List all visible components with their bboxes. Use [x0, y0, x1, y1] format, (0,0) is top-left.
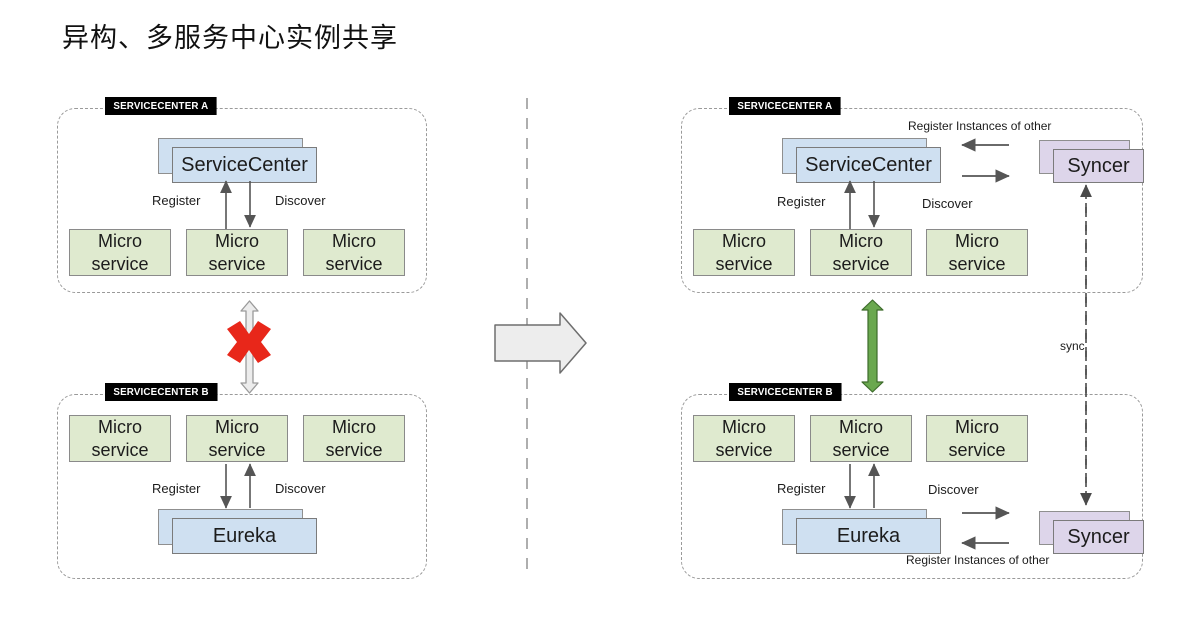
right-a-register-label: Register [777, 194, 826, 209]
right-panel-servicecenter-b [681, 394, 1143, 579]
left-panel-a-badge: SERVICECENTER A [105, 97, 217, 115]
microservice-line-2: service [208, 253, 266, 274]
left-a-microservice-1[interactable]: Micro service [69, 229, 171, 276]
left-b-microservice-3[interactable]: Micro service [303, 415, 405, 462]
right-a-microservice-1[interactable]: Micro service [693, 229, 795, 276]
right-panel-a-badge: SERVICECENTER A [729, 97, 841, 115]
left-a-discover-label: Discover [275, 193, 326, 208]
microservice-line-2: service [715, 439, 773, 460]
right-b-microservice-3[interactable]: Micro service [926, 415, 1028, 462]
left-b-microservice-1[interactable]: Micro service [69, 415, 171, 462]
microservice-line-1: Micro [839, 416, 883, 437]
left-b-microservice-2[interactable]: Micro service [186, 415, 288, 462]
left-a-register-label: Register [152, 193, 201, 208]
right-a-microservice-3[interactable]: Micro service [926, 229, 1028, 276]
microservice-line-1: Micro [955, 416, 999, 437]
microservice-line-2: service [948, 439, 1006, 460]
microservice-line-1: Micro [332, 416, 376, 437]
microservice-line-2: service [91, 439, 149, 460]
right-servicecenter-stack[interactable]: ServiceCenter [782, 138, 941, 183]
page-title: 异构、多服务中心实例共享 [62, 23, 398, 53]
stack-front-card: Eureka [796, 518, 941, 554]
microservice-line-2: service [832, 439, 890, 460]
right-b-register-label: Register [777, 481, 826, 496]
left-servicecenter-stack[interactable]: ServiceCenter [158, 138, 317, 183]
microservice-line-2: service [91, 253, 149, 274]
left-a-microservice-3[interactable]: Micro service [303, 229, 405, 276]
stack-front-card: ServiceCenter [172, 147, 317, 183]
microservice-line-2: service [208, 439, 266, 460]
transition-arrow [494, 312, 587, 374]
microservice-line-1: Micro [722, 230, 766, 251]
left-panel-servicecenter-b [57, 394, 427, 579]
right-panel-servicecenter-a [681, 108, 1143, 293]
right-green-connector [861, 299, 884, 393]
microservice-line-2: service [948, 253, 1006, 274]
stack-front-card: Syncer [1053, 520, 1144, 554]
microservice-line-2: service [325, 439, 383, 460]
right-panel-b-badge: SERVICECENTER B [729, 383, 842, 401]
right-a-discover-label: Discover [922, 196, 973, 211]
blocked-x-icon [227, 321, 271, 363]
right-b-microservice-2[interactable]: Micro service [810, 415, 912, 462]
microservice-line-2: service [325, 253, 383, 274]
microservice-line-1: Micro [722, 416, 766, 437]
microservice-line-2: service [715, 253, 773, 274]
left-panel-servicecenter-a [57, 108, 427, 293]
microservice-line-1: Micro [332, 230, 376, 251]
sync-label: sync [1060, 339, 1085, 353]
microservice-line-1: Micro [98, 230, 142, 251]
left-eureka-stack[interactable]: Eureka [158, 509, 317, 554]
microservice-line-1: Micro [215, 416, 259, 437]
right-b-discover-label: Discover [928, 482, 979, 497]
stack-front-card: ServiceCenter [796, 147, 941, 183]
left-a-microservice-2[interactable]: Micro service [186, 229, 288, 276]
microservice-line-1: Micro [955, 230, 999, 251]
right-syncer-a-stack[interactable]: Syncer [1039, 140, 1144, 183]
stack-front-card: Syncer [1053, 149, 1144, 183]
left-panel-b-badge: SERVICECENTER B [105, 383, 218, 401]
right-a-microservice-2[interactable]: Micro service [810, 229, 912, 276]
right-eureka-stack[interactable]: Eureka [782, 509, 941, 554]
microservice-line-1: Micro [98, 416, 142, 437]
right-b-syncer-link-label: Register Instances of other [906, 553, 1050, 567]
right-a-syncer-link-label: Register Instances of other [908, 119, 1052, 133]
left-b-discover-label: Discover [275, 481, 326, 496]
right-b-microservice-1[interactable]: Micro service [693, 415, 795, 462]
stack-front-card: Eureka [172, 518, 317, 554]
microservice-line-1: Micro [215, 230, 259, 251]
microservice-line-1: Micro [839, 230, 883, 251]
microservice-line-2: service [832, 253, 890, 274]
left-blocked-connector [240, 300, 259, 394]
left-b-register-label: Register [152, 481, 201, 496]
right-syncer-b-stack[interactable]: Syncer [1039, 511, 1144, 554]
